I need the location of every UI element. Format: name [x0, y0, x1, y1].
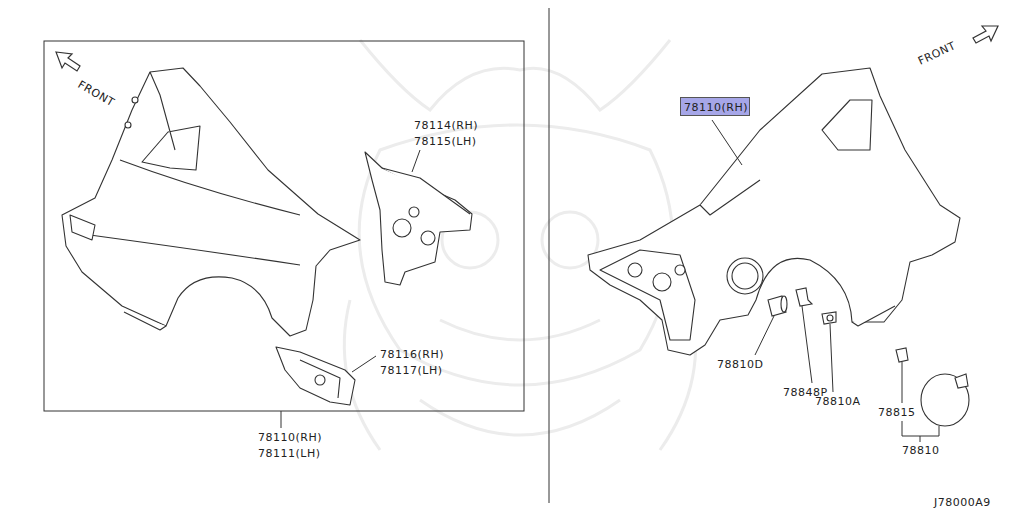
direction-label: FRONT — [916, 39, 958, 68]
callout-number: 78114(RH) — [414, 119, 478, 132]
quarter-panel-inner — [588, 68, 960, 355]
highlight-box: 78110(RH) — [680, 97, 750, 116]
group-frame — [44, 41, 524, 411]
leader-line — [281, 411, 282, 428]
callout-number: 78810 — [902, 444, 940, 457]
callout-number: 78111(LH) — [258, 447, 320, 460]
direction-label: FRONT — [76, 78, 117, 109]
callout-number: 78116(RH) — [380, 348, 444, 361]
callout-number: 78117(LH) — [380, 364, 442, 377]
callout-number: 78110(RH) — [684, 101, 746, 114]
front-arrow — [56, 26, 998, 71]
small-parts — [768, 288, 969, 426]
divider — [549, 8, 550, 503]
callout-number: 78810A — [815, 395, 861, 408]
callout-number: 78810D — [717, 358, 763, 371]
callout-number: 78110(RH) — [258, 431, 322, 444]
quarter-panel-outer — [62, 68, 360, 336]
callout-number: 78815 — [878, 406, 916, 419]
lower-extension — [276, 347, 355, 405]
inner-reinforcement — [365, 152, 472, 285]
callout-number: 78115(LH) — [414, 135, 476, 148]
diagram-code: J78000A9 — [934, 496, 991, 509]
leader-lines — [352, 120, 939, 442]
